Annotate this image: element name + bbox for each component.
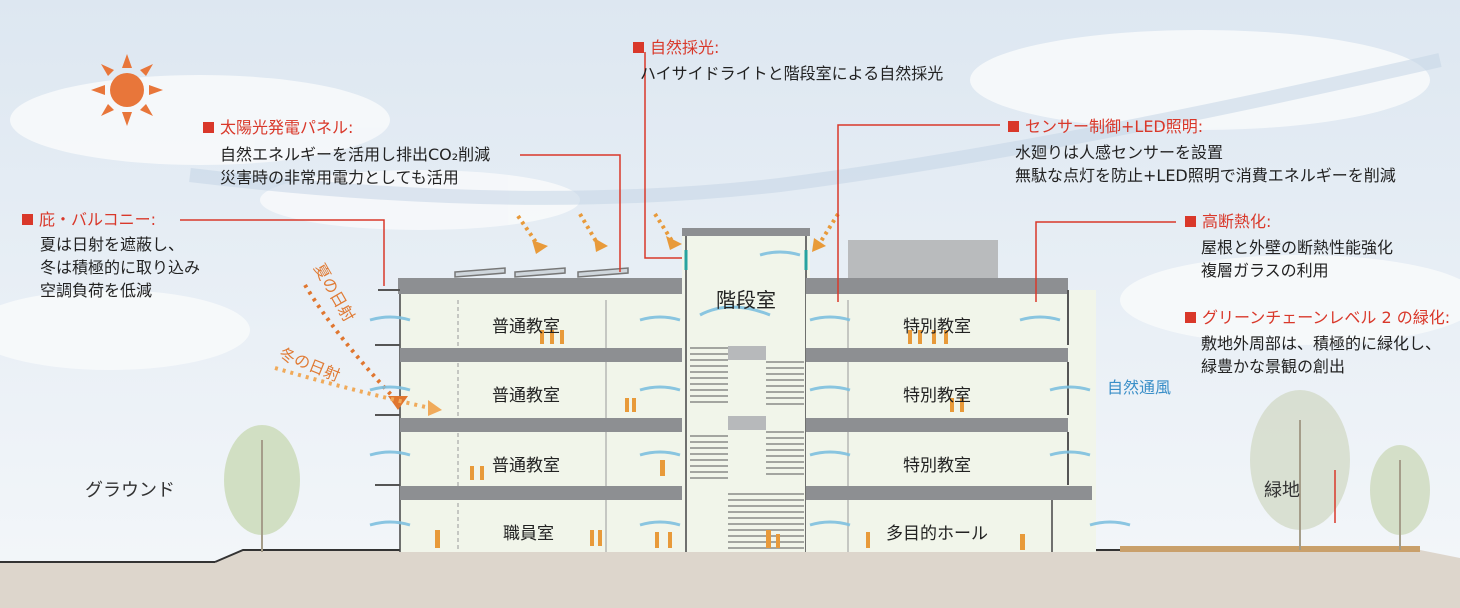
summer-sun-ray <box>303 283 398 402</box>
eaves-balcony-title: 庇・バルコニー: <box>22 210 156 230</box>
eaves-balcony-desc: 夏は日射を遮蔽し、 冬は積極的に取り込み 空調負荷を低減 <box>40 235 201 300</box>
room-right-1f: 特別教室 <box>903 456 971 476</box>
room-left-2f: 普通教室 <box>492 386 560 406</box>
greenery-title: グリーンチェーンレベル 2 の緑化: <box>1185 308 1450 328</box>
green-area-label: 緑地 <box>1264 480 1300 501</box>
room-left-1f: 普通教室 <box>492 456 560 476</box>
people-figures <box>435 330 1025 550</box>
tree-right <box>1250 390 1430 550</box>
sensor-led-title: センサー制御+LED照明: <box>1008 117 1203 137</box>
natural-light-desc: ハイサイドライトと階段室による自然採光 <box>640 64 944 83</box>
red-square-icon <box>203 122 214 133</box>
room-left-3f: 普通教室 <box>492 317 560 337</box>
red-square-icon <box>633 42 644 53</box>
sun-icon <box>91 54 163 126</box>
red-square-icon <box>1008 121 1019 132</box>
insulation-desc: 屋根と外壁の断熱性能強化 複層ガラスの利用 <box>1201 238 1394 280</box>
room-left-gf: 職員室 <box>503 524 554 544</box>
greenery-desc: 敷地外周部は、積極的に緑化し、 緑豊かな景観の創出 <box>1201 334 1442 376</box>
insulation-title: 高断熱化: <box>1185 212 1271 232</box>
room-stair: 階段室 <box>716 288 776 312</box>
ventilation-arrows <box>369 250 1131 527</box>
solar-panel-desc: 自然エネルギーを活用し排出CO₂削減 災害時の非常用電力としても活用 <box>220 145 491 187</box>
building-right-block <box>806 240 1096 552</box>
room-right-gf: 多目的ホール <box>886 524 988 544</box>
stair-core <box>682 228 810 552</box>
wind-swoosh <box>189 53 1442 205</box>
ground-label: グラウンド <box>85 480 175 501</box>
natural-ventilation-label: 自然通風 <box>1107 378 1172 397</box>
room-right-2f: 特別教室 <box>903 386 971 406</box>
natural-light-title: 自然採光: <box>633 38 719 58</box>
winter-sun-ray <box>274 366 431 410</box>
room-right-3f: 特別教室 <box>903 317 971 337</box>
solar-panel-title: 太陽光発電パネル: <box>203 118 353 138</box>
red-square-icon <box>1185 216 1196 227</box>
solar-panels <box>454 267 629 278</box>
green-area-bed <box>1120 546 1420 552</box>
building-left-block <box>375 278 690 552</box>
sensor-led-desc: 水廻りは人感センサーを設置 無駄な点灯を防止+LED照明で消費エネルギーを削減 <box>1015 143 1396 185</box>
red-square-icon <box>22 214 33 225</box>
leader-lines <box>180 52 1336 523</box>
red-square-icon <box>1185 312 1196 323</box>
tree-left <box>224 425 300 552</box>
ground <box>0 550 1460 608</box>
